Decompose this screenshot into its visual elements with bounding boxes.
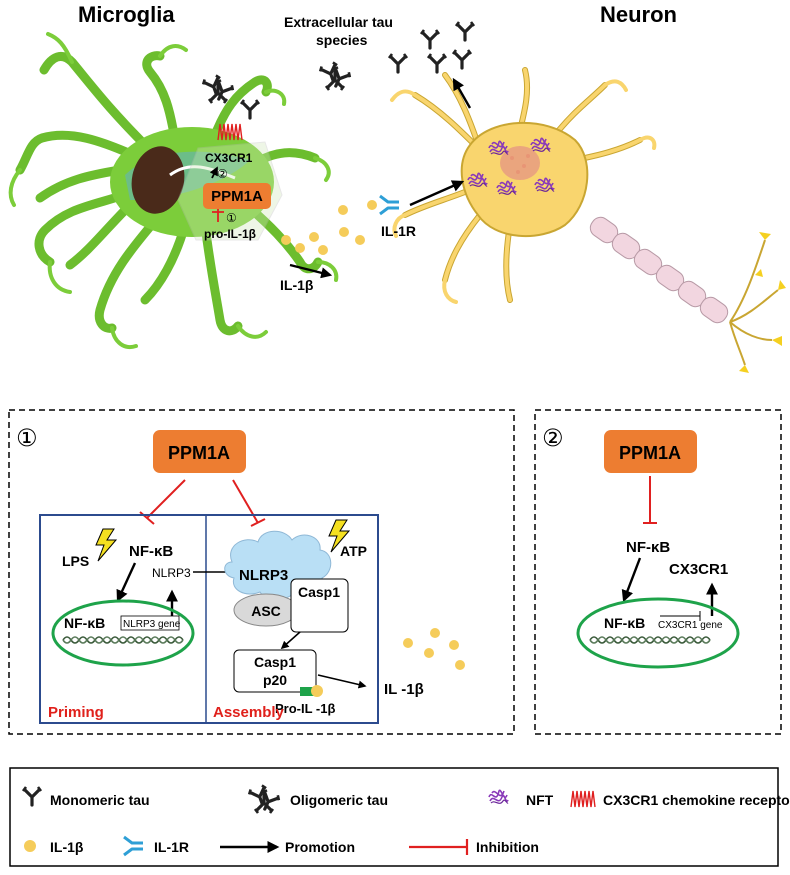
- casp1-p20-box: [233, 649, 317, 693]
- ppm1a-box: [203, 183, 271, 209]
- il1r-label: IL-1R: [381, 223, 416, 239]
- panel1-ppm1a-label: PPM1A: [168, 443, 230, 463]
- legend-frame: [9, 767, 779, 867]
- dna-icon: [62, 636, 184, 644]
- dna-icon: [589, 636, 711, 644]
- panel2-nfkb-nucleus: NF-κB: [604, 615, 645, 631]
- panel1-il1b-label: IL -1β: [384, 681, 424, 698]
- casp1-p20-line2: p20: [263, 672, 287, 688]
- il1b-processing-arrow: [317, 674, 367, 689]
- nlrp3-label: NLRP3: [239, 567, 288, 584]
- panel1-frame: [8, 409, 515, 735]
- casp1-cleavage-arrow: [280, 631, 301, 650]
- legend-oligomeric-tau-icon: [248, 784, 281, 813]
- monomeric-tau-icon: [239, 98, 261, 120]
- panel1-nucleus: [51, 599, 195, 667]
- panel2-number: ②: [542, 425, 564, 452]
- ppm1a-inhibition-mark: [212, 209, 224, 222]
- legend-monomeric-tau-icon: [21, 785, 43, 807]
- monomeric-tau-icon: [387, 52, 409, 74]
- il1b-dots-microglia: [281, 200, 377, 255]
- pro-il1b-bar: [300, 687, 314, 696]
- panel2-nucleus: [576, 597, 740, 669]
- legend-inhibition: Inhibition: [476, 839, 539, 855]
- microglia-title: Microglia: [78, 2, 175, 27]
- panel1-il1b-dots: [403, 628, 465, 670]
- il1r-icon: [378, 194, 401, 216]
- legend-il1r-icon: [122, 835, 145, 857]
- atp-label: ATP: [340, 543, 367, 559]
- extracellular-label-line2: species: [316, 32, 368, 48]
- step1-marker: ①: [226, 211, 237, 225]
- panel1-nfkb-nucleus: NF-κB: [64, 615, 105, 631]
- monomeric-tau-icon: [451, 48, 473, 70]
- tau-release-arrow: [452, 77, 472, 109]
- legend-il1b-icon: [24, 840, 36, 852]
- panel1-ppm1a-box: [153, 430, 246, 473]
- cx3cr1-label: CX3CR1: [205, 151, 253, 165]
- casp1-label: Casp1: [298, 584, 340, 600]
- lps-label: LPS: [62, 553, 89, 569]
- cx3cr1-arrow: [209, 166, 218, 179]
- legend-cx3cr1-receptor-icon: [570, 790, 596, 808]
- assembly-label: Assembly: [213, 704, 285, 721]
- panel2-inhibition-line: [643, 476, 657, 524]
- panel2-frame: [534, 409, 782, 735]
- legend-inhibition-icon: [409, 839, 469, 855]
- legend-nft-icon: [488, 789, 509, 805]
- panel2-nfkb-label: NF-κB: [626, 539, 670, 556]
- pro-il1b-label: pro-IL-1β: [204, 227, 256, 241]
- il1b-label: IL-1β: [280, 277, 314, 293]
- panel2-ppm1a-box: [604, 430, 697, 473]
- nfkb-translocation-arrow: [116, 562, 137, 603]
- asc-label: ASC: [251, 603, 281, 619]
- il1r-signal-arrow: [409, 180, 465, 207]
- neuron-title: Neuron: [600, 2, 677, 27]
- cx3cr1-gene-label: CX3CR1 gene: [658, 620, 723, 631]
- oligomeric-tau-icon: [202, 74, 235, 103]
- priming-label: Priming: [48, 704, 104, 721]
- oligomeric-tau-icon: [319, 61, 352, 90]
- legend-il1r: IL-1R: [154, 839, 189, 855]
- microglia-cell: [8, 32, 339, 349]
- pro-il1b-label: Pro-IL -1β: [275, 701, 335, 716]
- panel2-ppm1a-label: PPM1A: [619, 443, 681, 463]
- panel1-number: ①: [16, 425, 38, 452]
- ppm1a-label: PPM1A: [211, 188, 263, 205]
- panel1-inner-box: [39, 514, 379, 724]
- legend-il1b: IL-1β: [50, 839, 84, 855]
- casp1-box: [290, 578, 349, 633]
- legend-nft: NFT: [526, 792, 554, 808]
- legend-cx3cr1-receptor: CX3CR1 chemokine receptor: [603, 792, 790, 808]
- atp-lightning-icon: [328, 519, 351, 553]
- panel2-cx3cr1-label: CX3CR1: [669, 561, 728, 578]
- step2-marker: ②: [217, 167, 228, 181]
- il1b-release-arrow: [289, 263, 333, 279]
- monomeric-tau-icon: [426, 52, 448, 74]
- neuron-cell: [390, 67, 786, 373]
- panel2-nfkb-arrow: [621, 557, 642, 603]
- casp1-p20-line1: Casp1: [254, 654, 296, 670]
- legend-oligomeric-tau: Oligomeric tau: [290, 792, 388, 808]
- panel1-nlrp3-small: NLRP3: [152, 566, 191, 580]
- panel1-nfkb-label: NF-κB: [129, 543, 173, 560]
- legend-monomeric-tau: Monomeric tau: [50, 792, 150, 808]
- nlrp3-gene-label: NLRP3 gene: [123, 619, 181, 630]
- monomeric-tau-icon: [419, 28, 441, 50]
- extracellular-label-line1: Extracellular tau: [284, 14, 393, 30]
- pro-il1b-dot: [311, 685, 323, 697]
- lightning-icon: [95, 528, 118, 562]
- monomeric-tau-icon: [454, 20, 476, 42]
- panel1-inhibition-lines: [139, 479, 266, 527]
- legend-promotion: Promotion: [285, 839, 355, 855]
